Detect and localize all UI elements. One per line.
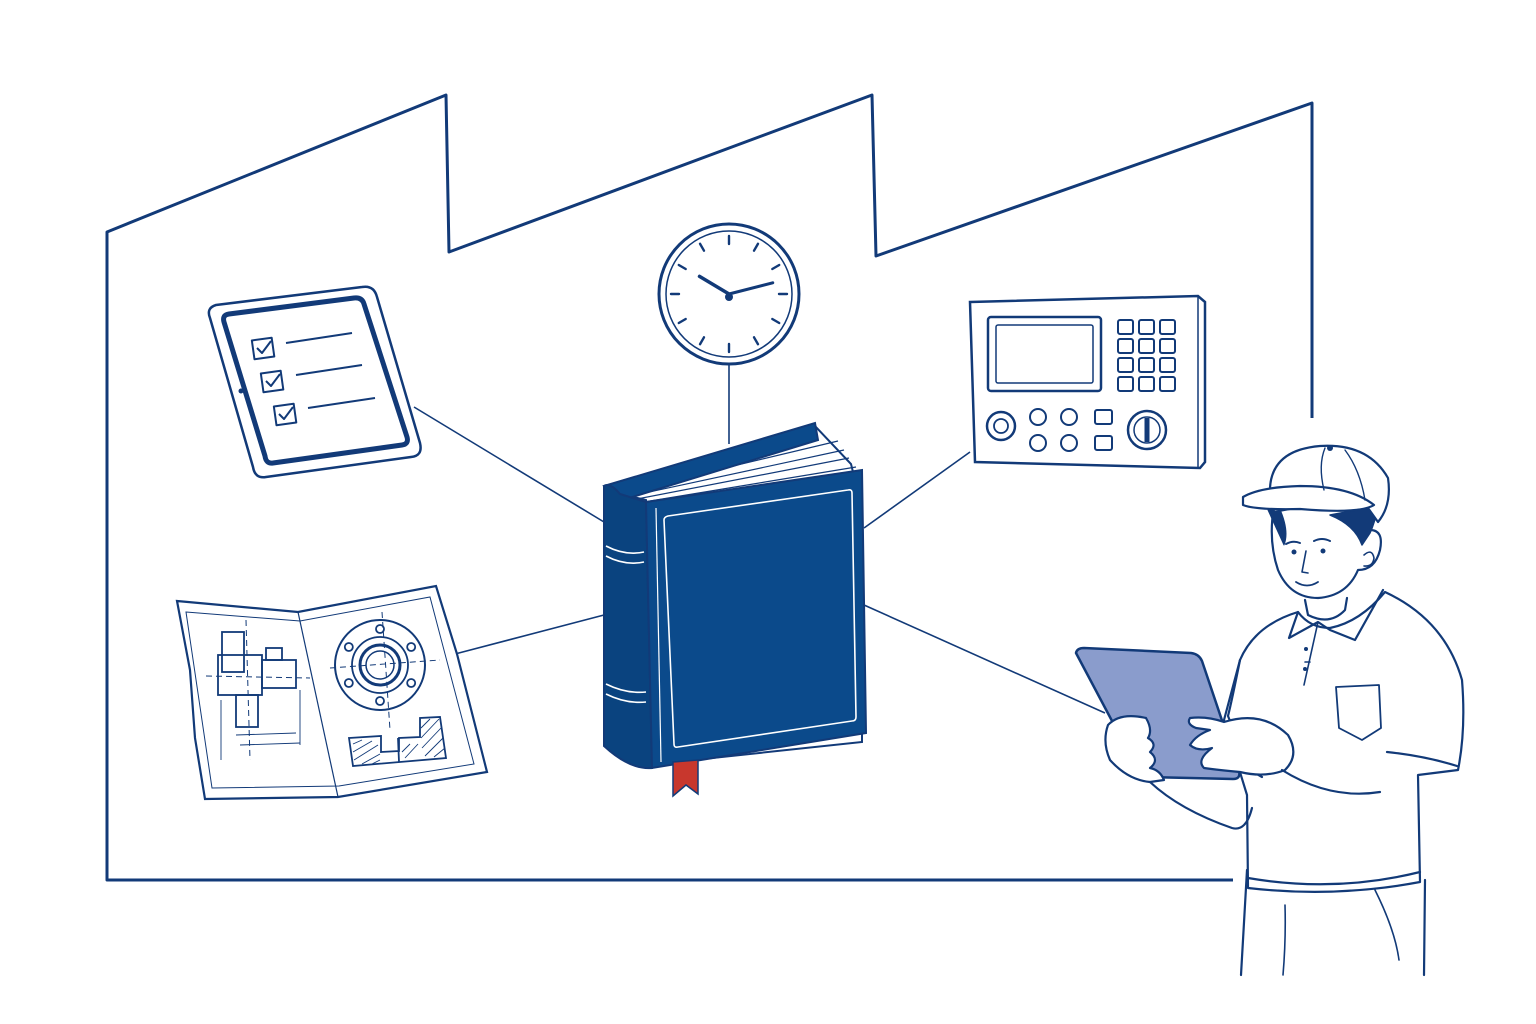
- technical-drawing-icon: [175, 584, 489, 801]
- keypad-key: [1117, 338, 1134, 354]
- clock-tick: [698, 336, 706, 346]
- book-cover-frame: [663, 489, 857, 748]
- connector-lines: [413, 364, 1106, 714]
- factory-outline-icon: [105, 93, 1314, 882]
- keypad-key: [1117, 376, 1134, 392]
- manual-book-icon: [602, 421, 868, 798]
- clock-tick: [698, 242, 706, 252]
- bookmark-ribbon: [672, 759, 699, 798]
- control-panel-screen: [986, 315, 1103, 393]
- keypad-key: [1138, 376, 1155, 392]
- bolt-hole: [406, 678, 417, 688]
- bolt-hole: [343, 642, 354, 652]
- bolt-hole: [375, 696, 385, 706]
- clock-hour-hand: [697, 274, 731, 296]
- clock-tick: [771, 263, 781, 271]
- bolt-hole: [343, 678, 354, 688]
- keypad-key: [1159, 338, 1176, 354]
- keypad-key: [1117, 319, 1134, 335]
- keypad-key: [1138, 357, 1155, 373]
- keypad-key: [1159, 357, 1176, 373]
- keypad-key: [1159, 376, 1176, 392]
- control-panel-keypad: [1117, 319, 1176, 392]
- clock-minute-hand: [727, 281, 775, 296]
- clock-tick: [752, 336, 760, 346]
- bolt-hole: [375, 624, 385, 634]
- clock-tick: [677, 263, 687, 271]
- clock-tick: [752, 242, 760, 252]
- clock-icon: [657, 222, 801, 366]
- clock-tick: [677, 317, 687, 325]
- clock-tick: [771, 317, 781, 325]
- keypad-key: [1159, 319, 1176, 335]
- checklist-tablet-icon: [207, 285, 422, 479]
- keypad-key: [1117, 357, 1134, 373]
- keypad-key: [1138, 338, 1155, 354]
- bolt-hole: [406, 642, 417, 652]
- technician-with-tablet-icon: [1074, 444, 1465, 977]
- keypad-key: [1138, 319, 1155, 335]
- control-panel-icon: [968, 294, 1207, 470]
